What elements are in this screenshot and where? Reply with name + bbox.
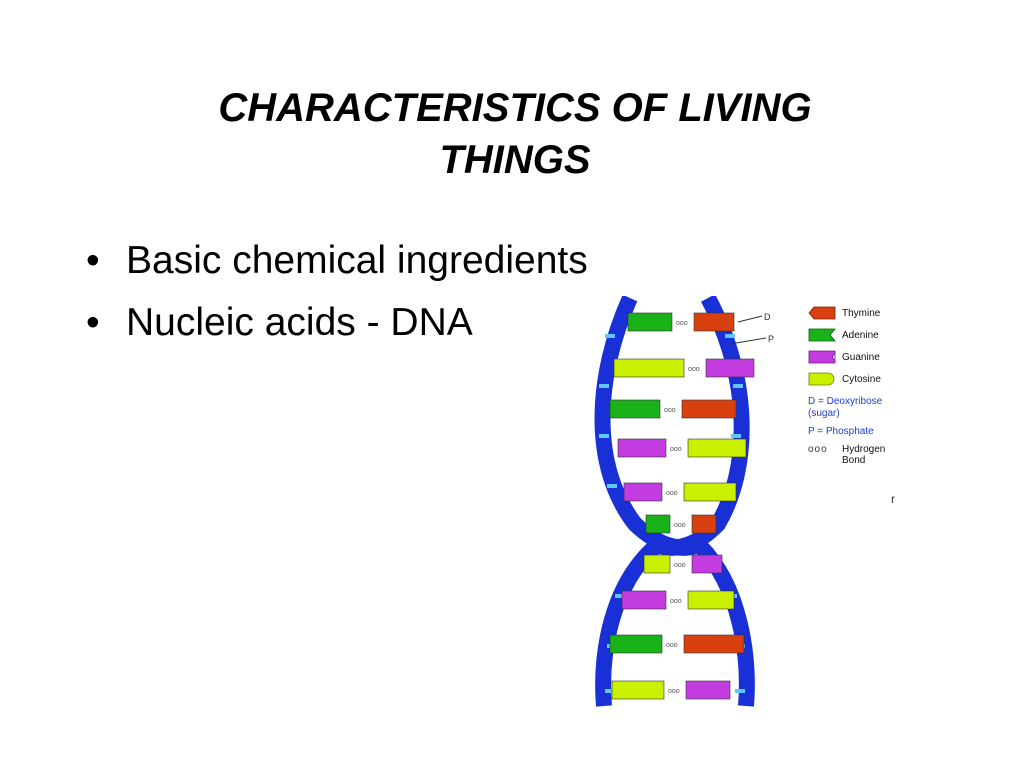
hydrogen-bond-icon: ooo bbox=[808, 444, 828, 455]
backbone-segment bbox=[731, 434, 741, 438]
base-adenine bbox=[645, 514, 671, 534]
slide-title: CHARACTERISTICS OF LIVING THINGS bbox=[218, 86, 812, 182]
guanine-notch-icon bbox=[808, 350, 836, 364]
adenine-notch-icon bbox=[808, 328, 836, 342]
base-adenine bbox=[609, 399, 661, 419]
base-guanine bbox=[685, 680, 731, 700]
legend-label: Guanine bbox=[842, 351, 880, 363]
backbone-segment bbox=[599, 434, 609, 438]
base-thymine bbox=[693, 312, 735, 332]
hydrogen-bond-marks: ooo bbox=[676, 320, 688, 327]
hydrogen-bond-marks: ooo bbox=[688, 366, 700, 373]
base-thymine bbox=[691, 514, 717, 534]
base-cytosine bbox=[611, 680, 665, 700]
base-thymine bbox=[683, 634, 745, 654]
backbone-segment bbox=[605, 689, 615, 693]
base-adenine bbox=[609, 634, 663, 654]
legend-label: Adenine bbox=[842, 329, 879, 341]
backbone-segment bbox=[725, 334, 735, 338]
deoxyribose-marker: D bbox=[764, 312, 771, 322]
backbone-segment bbox=[607, 484, 617, 488]
bullet-text: Basic chemical ingredients bbox=[126, 239, 588, 282]
base-cytosine bbox=[643, 554, 671, 574]
legend-hydrogen-bond: ooo Hydrogen Bond bbox=[808, 444, 886, 466]
hydrogen-bond-marks: ooo bbox=[664, 407, 676, 414]
backbone-segment bbox=[735, 689, 745, 693]
base-guanine bbox=[691, 554, 723, 574]
cytosine-rounded-icon bbox=[808, 372, 835, 386]
base-adenine bbox=[627, 312, 673, 332]
phosphate-marker: P bbox=[768, 334, 774, 344]
legend-phosphate: P = Phosphate bbox=[808, 426, 874, 437]
bullet-item: • Basic chemical ingredients bbox=[86, 230, 588, 292]
legend-deoxyribose: D = Deoxyribose (sugar) bbox=[808, 396, 883, 419]
backbone-segment bbox=[615, 594, 625, 598]
bullet-list: • Basic chemical ingredients • Nucleic a… bbox=[86, 230, 588, 354]
hydrogen-bond-marks: ooo bbox=[666, 642, 678, 649]
backbone-segment bbox=[599, 384, 609, 388]
base-thymine bbox=[681, 399, 737, 419]
base-guanine bbox=[621, 590, 667, 610]
hydrogen-bond-marks: ooo bbox=[670, 598, 682, 605]
legend-item-adenine: Adenine bbox=[808, 324, 918, 346]
hydrogen-bond-marks: ooo bbox=[666, 490, 678, 497]
legend-item-cytosine: Cytosine bbox=[808, 368, 918, 390]
legend-label: Thymine bbox=[842, 307, 881, 319]
helix-base-pairs bbox=[609, 312, 755, 700]
hydrogen-bond-marks: ooo bbox=[668, 688, 680, 695]
dna-legend: Thymine Adenine Guanine Cytosine D = Deo… bbox=[808, 302, 918, 466]
hydrogen-bond-marks: ooo bbox=[674, 562, 686, 569]
bullet-glyph: • bbox=[86, 239, 100, 282]
backbone-segment bbox=[605, 334, 615, 338]
hydrogen-bond-marks: ooo bbox=[674, 522, 686, 529]
legend-item-thymine: Thymine bbox=[808, 302, 918, 324]
legend-item-guanine: Guanine bbox=[808, 346, 918, 368]
backbone-strand bbox=[595, 539, 662, 707]
bullet-glyph: • bbox=[86, 301, 100, 344]
thymine-arrow-icon bbox=[808, 306, 836, 320]
stray-mark: r bbox=[891, 492, 895, 506]
base-cytosine bbox=[683, 482, 737, 502]
base-cytosine bbox=[687, 438, 747, 458]
helix-hydrogen-bonds: ooo ooo ooo ooo ooo ooo ooo ooo ooo ooo bbox=[664, 320, 700, 695]
hydrogen-bond-marks: ooo bbox=[670, 446, 682, 453]
dna-double-helix-diagram: ooo ooo ooo ooo ooo ooo ooo ooo ooo ooo D P bbox=[594, 296, 774, 707]
backbone-segment bbox=[733, 384, 743, 388]
backbone-strand bbox=[594, 296, 704, 556]
base-guanine bbox=[705, 358, 755, 378]
legend-label: Cytosine bbox=[842, 373, 881, 385]
base-cytosine bbox=[613, 358, 685, 378]
base-guanine bbox=[623, 482, 663, 502]
bullet-item: • Nucleic acids - DNA bbox=[86, 292, 588, 354]
bullet-text: Nucleic acids - DNA bbox=[126, 301, 473, 344]
base-guanine bbox=[617, 438, 667, 458]
base-cytosine bbox=[687, 590, 735, 610]
